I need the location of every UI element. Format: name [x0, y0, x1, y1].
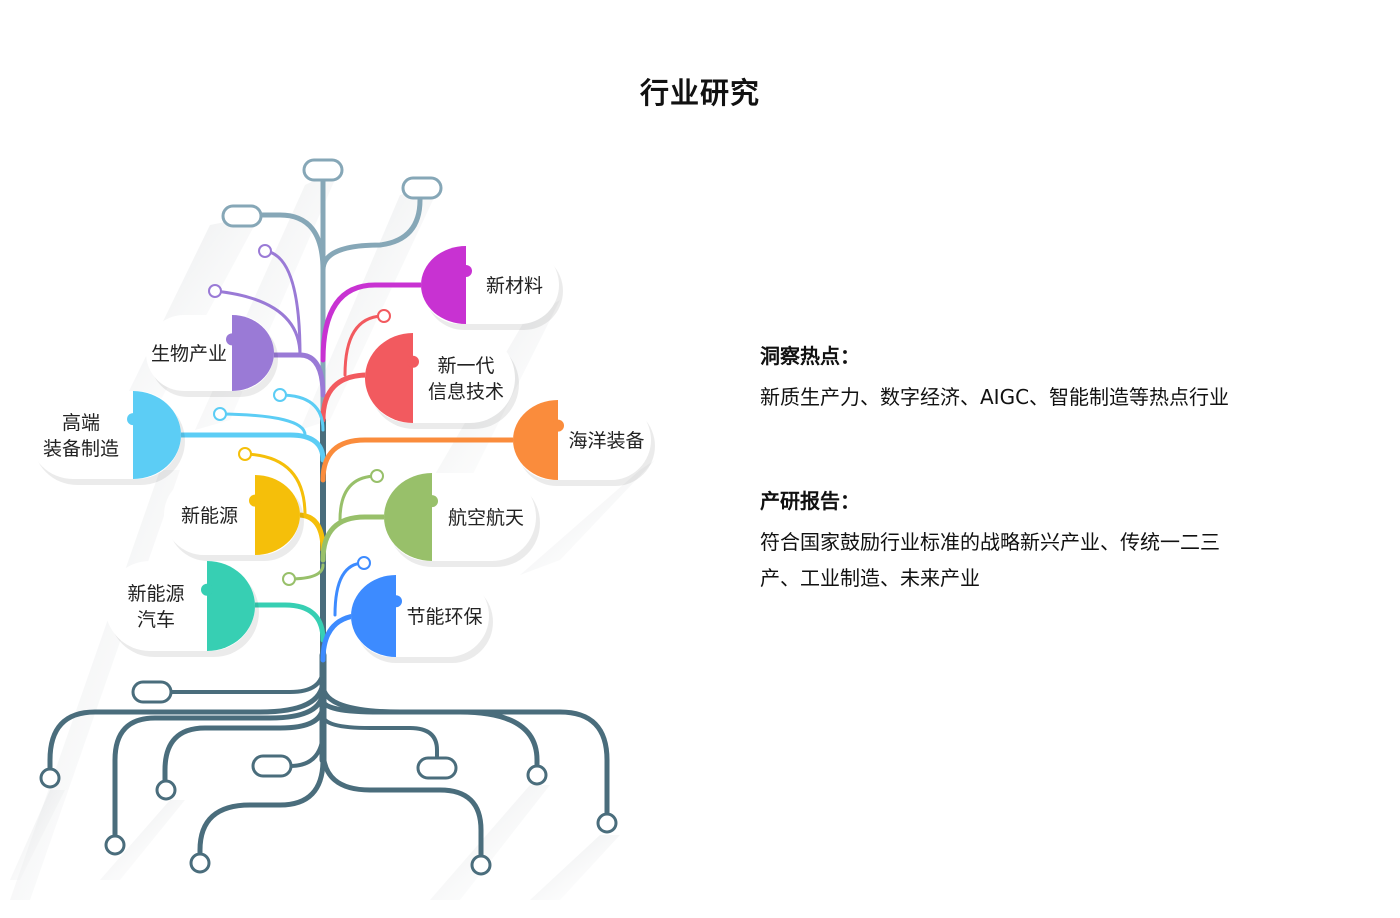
leaf-layer: 新材料生物产业新一代信息技术高端装备制造海洋装备新能源航空航天新能源汽车节能环保 [29, 246, 655, 663]
reports-section: 产研报告： 符合国家鼓励行业标准的战略新兴产业、传统一二三产、工业制造、未来产业 [760, 485, 1230, 596]
branch-end-pill [416, 756, 458, 780]
leaf-label: 新能源 [127, 583, 184, 605]
branch-end-circle [526, 764, 548, 786]
leaf-connector-dot [407, 355, 419, 368]
branch-line [320, 282, 471, 363]
leaf-color-cap [384, 473, 432, 561]
branch-line [288, 728, 325, 768]
insights-body: 新质生产力、数字经济、AIGC、智能制造等热点行业 [760, 385, 1230, 409]
leaf-label: 新能源 [181, 505, 238, 527]
branch-end-pill [251, 754, 293, 778]
leaf-connector-dot [226, 333, 238, 346]
leaf-label: 装备制造 [43, 438, 119, 460]
branch-end-circle [596, 812, 618, 834]
branch-line [343, 314, 386, 377]
leaf-biotech: 生物产业 [146, 315, 278, 397]
drop-shadow [300, 185, 440, 430]
branch-line [112, 687, 326, 848]
branch-line [278, 393, 325, 432]
leaf-connector-dot [201, 583, 213, 596]
leaf-connector-dot [426, 495, 438, 508]
drop-shadow [430, 785, 550, 900]
branch-end-circle [273, 388, 287, 402]
branch-end-circle [282, 572, 296, 586]
branch-line [168, 666, 325, 694]
drop-shadow [100, 800, 185, 880]
branch-end-circle [189, 852, 211, 874]
branch-end-circle [258, 244, 272, 258]
drop-shadow [520, 460, 655, 575]
branch-line [338, 474, 379, 522]
insights-heading: 洞察热点： [760, 344, 860, 368]
branch-end-circle [155, 779, 177, 801]
branch-line [197, 757, 326, 866]
leaf-color-cap [255, 475, 300, 555]
branch-line [172, 432, 326, 463]
leaf-label: 海洋装备 [568, 430, 644, 452]
branch-line [320, 682, 610, 826]
drop-shadow [10, 790, 65, 880]
leaf-connector-dot [249, 494, 261, 507]
industry-tree-diagram: 新材料生物产业新一代信息技术高端装备制造海洋装备新能源航空航天新能源汽车节能环保 [10, 158, 655, 900]
branch-end-circle [470, 854, 492, 876]
leaf-label: 新一代 [437, 355, 494, 377]
branch-line [162, 702, 326, 793]
leaf-label: 新材料 [486, 275, 543, 297]
branch-line [47, 677, 326, 781]
drop-shadow [530, 835, 620, 900]
leaf-color-cap [232, 315, 274, 391]
branch-line [263, 249, 302, 357]
reports-body: 符合国家鼓励行业标准的战略新兴产业、传统一二三产、工业制造、未来产业 [760, 530, 1220, 590]
branch-end-pill [221, 204, 263, 228]
leaf-new-energy: 新能源 [164, 475, 304, 561]
branch-end-circle [104, 834, 126, 856]
branch-line [320, 747, 484, 868]
reports-heading: 产研报告： [760, 489, 860, 513]
branch-end-circle [39, 767, 61, 789]
leaf-connector-dot [390, 595, 402, 608]
branch-line [320, 514, 438, 563]
branch-end-circle [213, 407, 227, 421]
branch-line [243, 452, 307, 517]
leaf-marine-equipment: 海洋装备 [513, 400, 655, 486]
branch-line [218, 412, 307, 437]
leaf-label: 航空航天 [448, 507, 524, 529]
branch-end-circle [357, 556, 371, 570]
branch-line [321, 713, 439, 762]
branch-end-pill [401, 176, 443, 200]
branch-end-circle [370, 469, 384, 483]
insights-section: 洞察热点： 新质生产力、数字经济、AIGC、智能制造等热点行业 [760, 340, 1230, 415]
branch-line [242, 212, 326, 273]
leaf-color-cap [207, 561, 255, 651]
leaf-new-materials: 新材料 [421, 246, 563, 330]
branch-line [320, 437, 563, 483]
leaf-aerospace: 航空航天 [384, 473, 540, 567]
terminal-layer [39, 158, 618, 876]
branch-end-circle [208, 284, 222, 298]
leaf-connector-dot [460, 264, 472, 277]
branch-end-pill [131, 680, 173, 704]
leaf-color-cap [513, 400, 558, 480]
leaf-energy-saving: 节能环保 [351, 575, 493, 663]
leaf-label: 汽车 [137, 609, 175, 631]
leaf-label: 信息技术 [428, 381, 504, 403]
leaf-label: 生物产业 [151, 343, 227, 365]
branch-end-circle [238, 447, 252, 461]
leaf-label: 高端 [62, 412, 100, 434]
leaf-connector-dot [127, 413, 139, 426]
leaf-color-cap [133, 391, 181, 479]
branch-line [320, 185, 423, 273]
leaf-label: 节能环保 [406, 606, 482, 628]
leaf-color-cap [351, 575, 396, 657]
branch-line [237, 602, 326, 643]
leaf-connector-dot [552, 419, 564, 432]
branch-end-pill [302, 158, 344, 182]
branch-end-circle [377, 309, 391, 323]
leaf-color-cap [421, 246, 466, 324]
page-title: 行业研究 [639, 76, 760, 110]
leaf-color-cap [365, 333, 413, 423]
